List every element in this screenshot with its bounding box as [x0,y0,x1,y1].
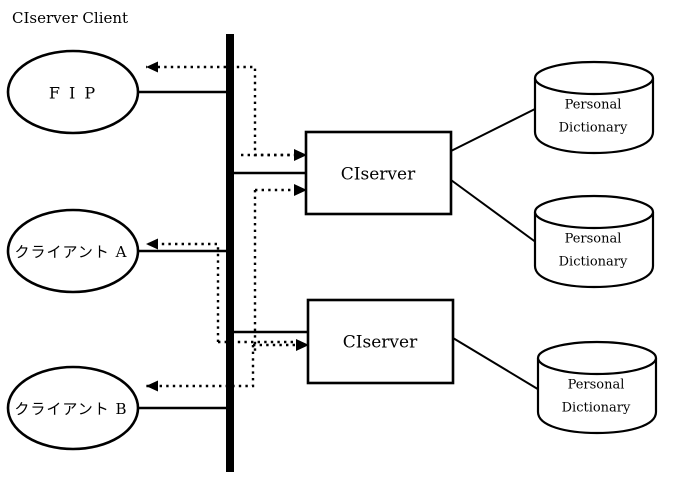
link-ciserver1-to-dictionary-2 [450,179,538,244]
link-ciserver1-to-dictionary-1 [450,107,538,152]
node-fip[interactable]: F I P [6,49,140,135]
ciserver-2-box [306,298,455,385]
dotted-route-ciserver2-to-client-b [146,345,255,392]
node-client-a[interactable]: クライアント A [6,208,140,294]
dictionary-1-line2: Dictionary [559,121,628,136]
dictionary-2-top [533,194,655,230]
dotted-route-client-b-to-ciserver2 [253,339,309,351]
link-ciserver2-to-dictionary-3 [452,337,542,392]
node-dictionary-3[interactable]: Personal Dictionary [536,340,658,435]
dotted-route-ciserver2-to-client-a [146,238,220,342]
node-client-b[interactable]: クライアント B [6,365,140,451]
client-a-label: クライアント A [14,243,127,261]
dictionary-2-line1: Personal [565,232,622,247]
ciserver-1-box [304,130,453,216]
arrowhead-to-fip [146,61,158,73]
client-b-label: クライアント B [14,400,127,418]
node-dictionary-1[interactable]: Personal Dictionary [533,60,655,155]
dictionary-3-line1: Personal [568,378,625,393]
boundary-bar [226,34,234,472]
dictionary-2-body [533,212,655,289]
node-dictionary-2[interactable]: Personal Dictionary [533,194,655,289]
page-title: CIserver Client [12,9,128,27]
dotted-route-ciserver1-to-fip [146,61,303,157]
arrowhead-ciserver1-lower [294,184,307,196]
arrowhead-to-client-b [146,380,158,392]
dictionary-2-line2: Dictionary [559,255,628,270]
arrowhead-ciserver2 [296,339,309,351]
fip-label: F I P [49,84,97,103]
node-ciserver-2[interactable]: CIserver [306,298,455,385]
dotted-route-client-a-to-ciserver1 [255,184,307,196]
dictionary-3-body [536,358,658,435]
dictionary-1-body [533,78,655,155]
arrowhead-ciserver1-upper [294,149,307,161]
dictionary-1-top [533,60,655,96]
dictionary-3-line2: Dictionary [562,401,631,416]
dictionary-3-top [536,340,658,376]
ciserver-1-label: CIserver [341,165,416,185]
dictionary-1-line1: Personal [565,98,622,113]
client-a-ellipse [6,208,140,294]
client-b-ellipse [6,365,140,451]
arrowhead-to-client-a [146,238,158,250]
dotted-route-bar-to-ciserver1-upper [241,149,307,161]
fip-ellipse [6,49,140,135]
node-ciserver-1[interactable]: CIserver [304,130,453,216]
ciserver-2-label: CIserver [343,333,418,353]
